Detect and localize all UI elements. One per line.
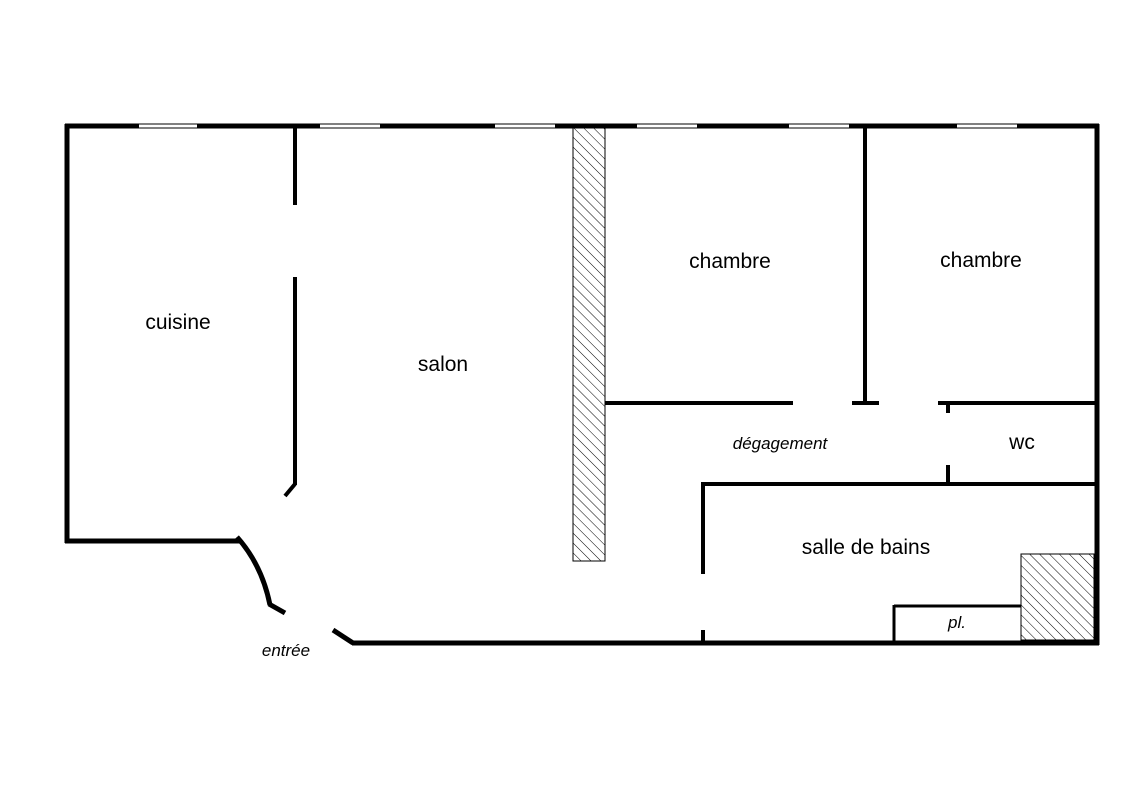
window bbox=[957, 123, 1017, 129]
room-label-wc: wc bbox=[1008, 431, 1035, 454]
room-label-bathroom: salle de bains bbox=[802, 536, 930, 559]
room-label-bedroom-2: chambre bbox=[940, 249, 1022, 272]
window bbox=[789, 123, 849, 129]
room-label-closet: pl. bbox=[947, 613, 966, 632]
window bbox=[320, 123, 380, 129]
room-label-bedroom-1: chambre bbox=[689, 250, 771, 273]
room-label-hallway: dégagement bbox=[733, 434, 829, 453]
room-label-kitchen: cuisine bbox=[145, 311, 210, 334]
window bbox=[139, 123, 197, 129]
load-bearing-wall bbox=[572, 127, 606, 562]
room-label-entrance: entrée bbox=[262, 641, 310, 660]
windows bbox=[139, 123, 1017, 129]
shower-block bbox=[1020, 553, 1095, 641]
window bbox=[495, 123, 555, 129]
room-label-living-room: salon bbox=[418, 353, 468, 376]
window bbox=[637, 123, 697, 129]
interior-walls bbox=[283, 127, 1097, 643]
outer-walls bbox=[64, 123, 1100, 646]
entrance-door bbox=[235, 535, 355, 646]
